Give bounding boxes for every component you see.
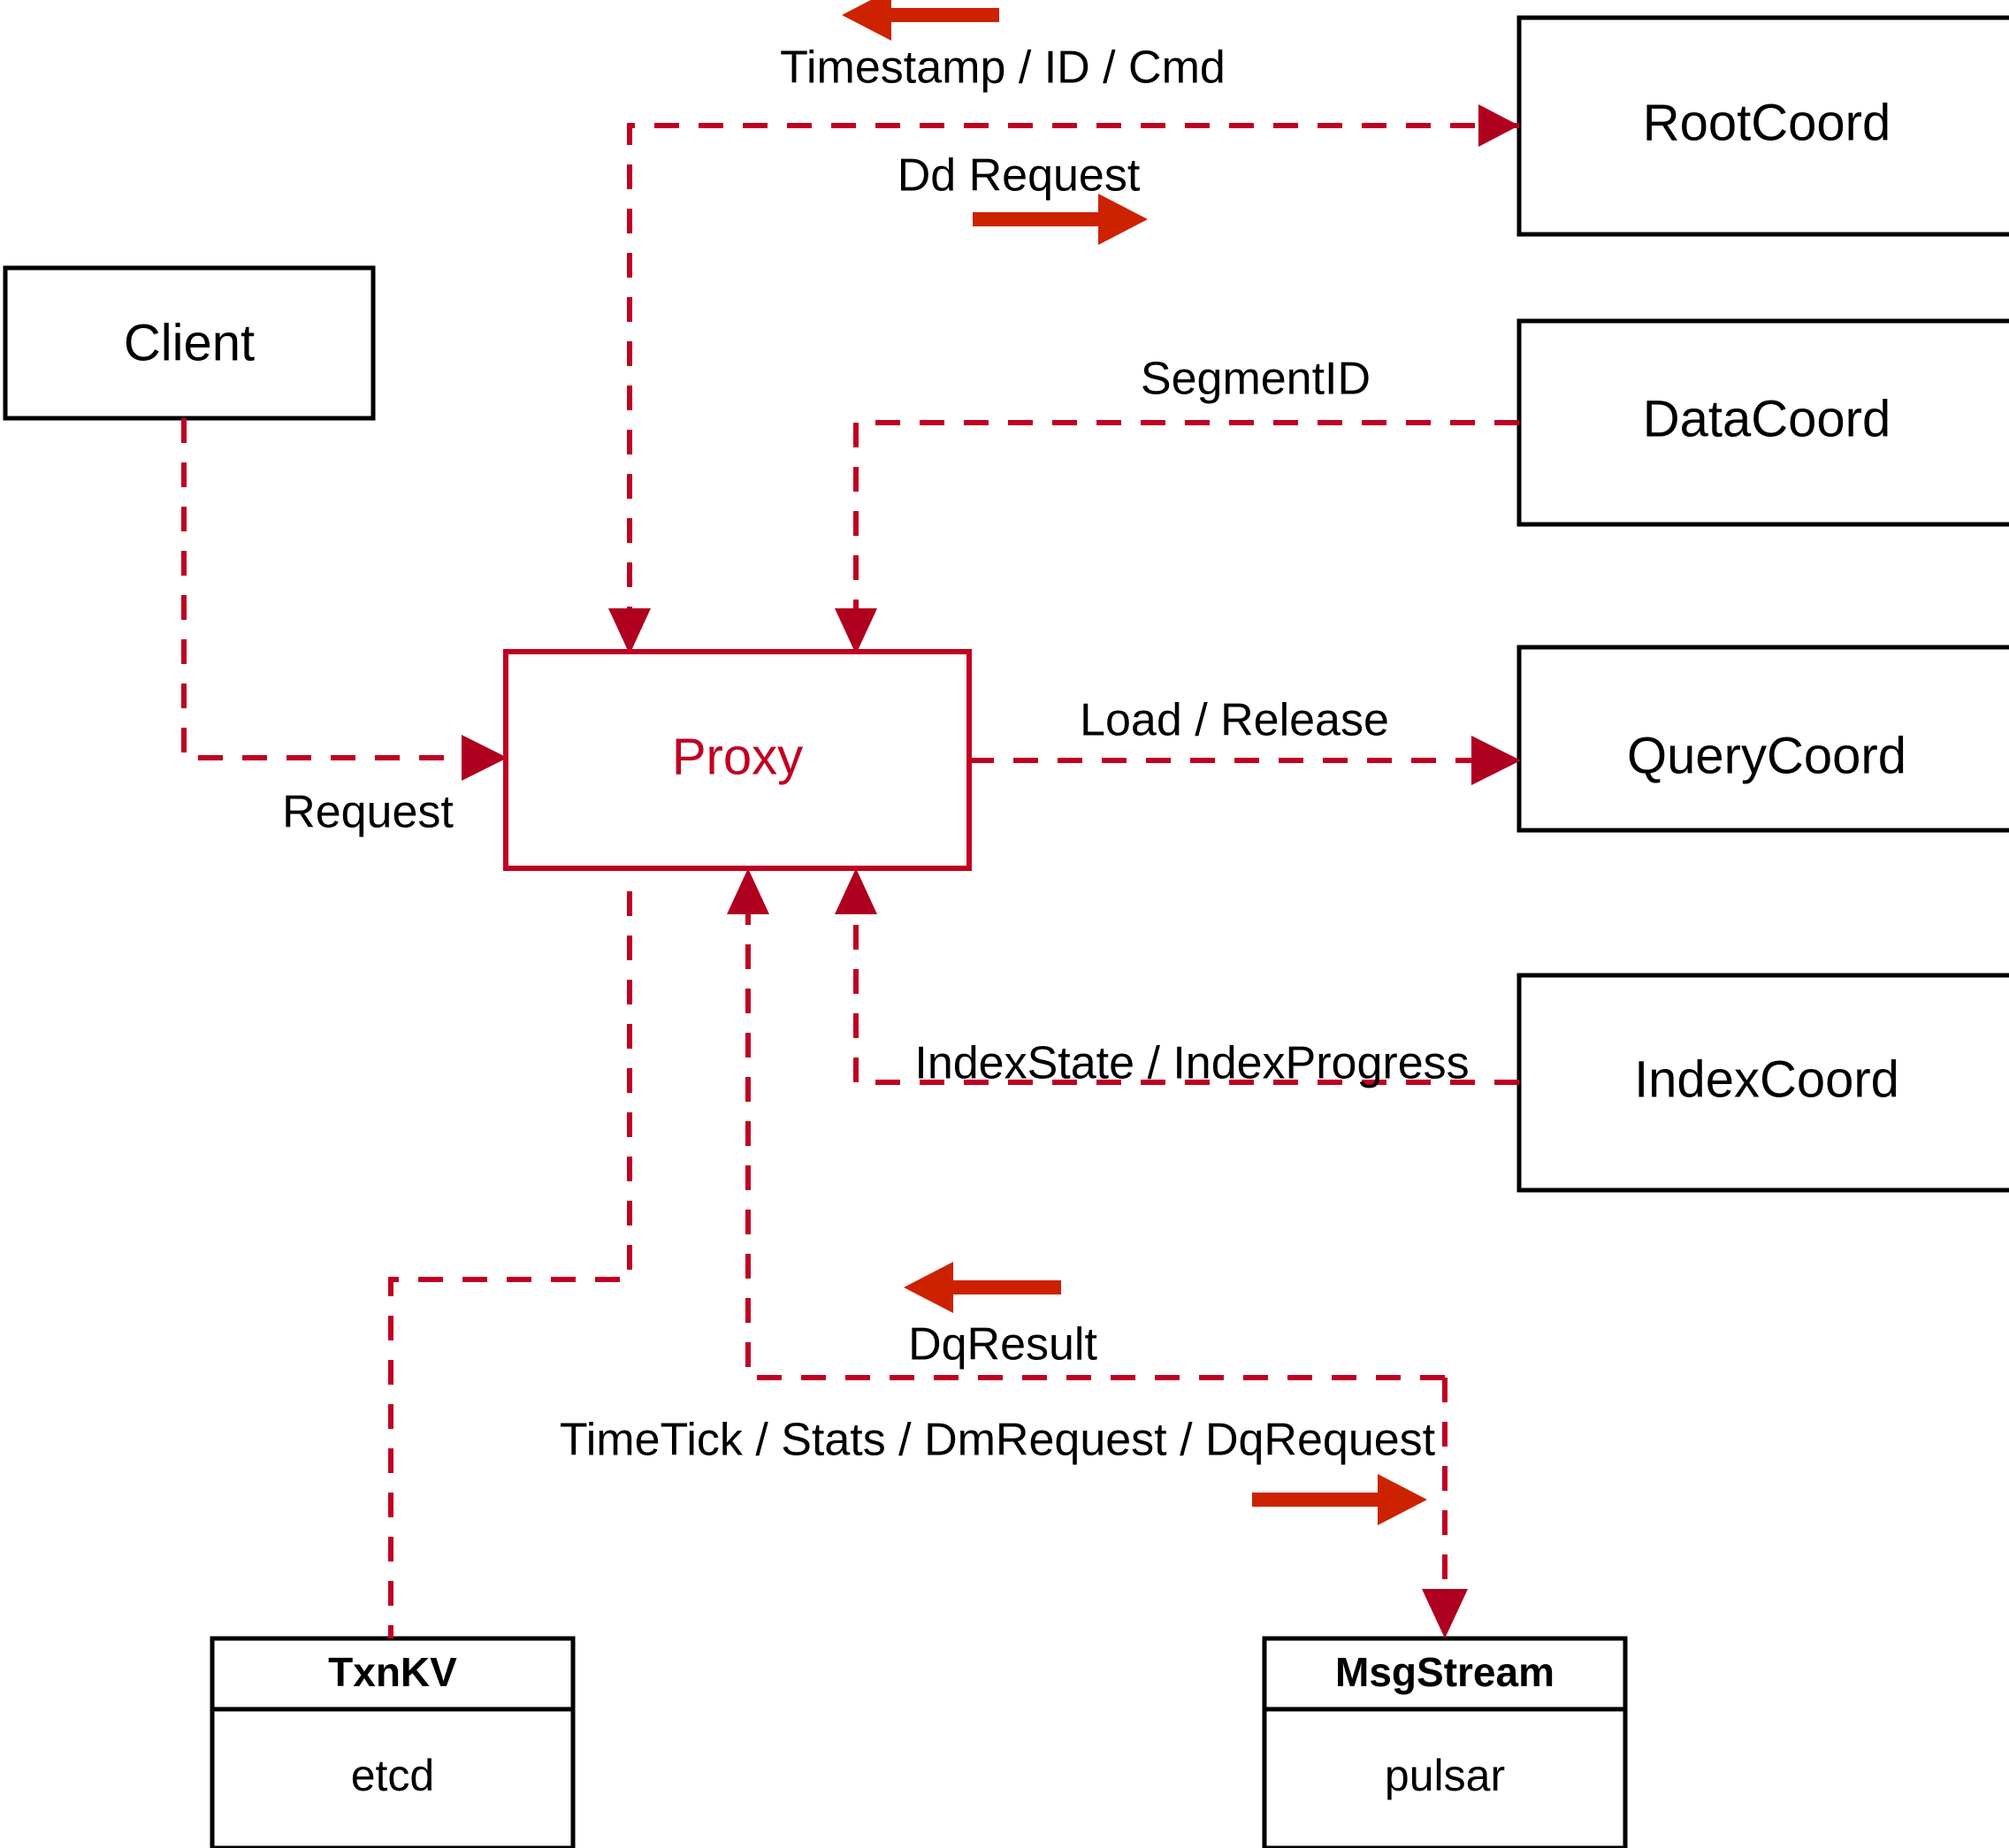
edge-label-load-release: Load / Release (1080, 695, 1389, 746)
arrowhead-index-state (835, 868, 877, 914)
datacoord-box[interactable] (1516, 318, 2009, 527)
querycoord-label: QueryCoord (1627, 727, 1906, 784)
edge-line-request (181, 418, 485, 760)
querycoord-box[interactable] (1516, 645, 2009, 833)
edge-line-timestamp-id-cmd (627, 123, 1519, 633)
msgstream-box[interactable] (1262, 1636, 1628, 1848)
arrowhead-request (462, 735, 508, 781)
msgstream-title: MsgStream (1335, 1649, 1554, 1695)
datacoord-label: DataCoord (1643, 390, 1891, 447)
edge-label-segment-id: SegmentID (1141, 354, 1371, 405)
node-indexcoord[interactable]: IndexCoord (1516, 973, 2009, 1193)
indexcoord-label: IndexCoord (1634, 1050, 1899, 1108)
edge-label-index-state-progress: IndexState / IndexProgress (914, 1038, 1469, 1089)
rootcoord-box[interactable] (1516, 15, 2009, 237)
direction-arrow-timetick-right (1252, 1474, 1427, 1525)
proxy-box[interactable] (503, 649, 972, 871)
proxy-label: Proxy (672, 728, 803, 785)
edge-label-timestamp-id-cmd: Timestamp / ID / Cmd (780, 42, 1226, 94)
arrowhead-dqresult (727, 868, 769, 914)
node-client[interactable]: Client (3, 265, 376, 421)
arrowhead-load-release (1471, 736, 1521, 785)
direction-arrow-dqresult-left (904, 1262, 1061, 1313)
node-msgstream[interactable]: MsgStream pulsar (1262, 1636, 1628, 1848)
edge-line-txnkv (388, 891, 632, 1638)
edge-line-dqresult (745, 891, 1445, 1380)
txnkv-impl: etcd (351, 1751, 435, 1800)
client-label: Client (124, 314, 255, 371)
indexcoord-box[interactable] (1516, 973, 2009, 1193)
msgstream-impl: pulsar (1385, 1751, 1505, 1800)
edge-line-segment-id (853, 420, 1519, 633)
edge-label-dd-request: Dd Request (898, 150, 1141, 202)
edge-line-index-state (853, 891, 1519, 1085)
edge-label-dq-result: DqResult (908, 1319, 1097, 1371)
client-box[interactable] (3, 265, 376, 421)
txnkv-title: TxnKV (328, 1649, 457, 1695)
arrowhead-segment-id (835, 608, 877, 654)
node-querycoord[interactable]: QueryCoord (1516, 645, 2009, 833)
node-datacoord[interactable]: DataCoord (1516, 318, 2009, 527)
rootcoord-label: RootCoord (1643, 94, 1891, 151)
edge-label-timetick-stats: TimeTick / Stats / DmRequest / DqRequest (560, 1415, 1436, 1466)
direction-arrow-ddrequest-right (973, 194, 1148, 245)
direction-arrow-timestamp-left (842, 0, 999, 41)
node-proxy[interactable]: Proxy (503, 649, 972, 871)
arrowhead-rootcoord-in (1478, 104, 1519, 147)
node-txnkv[interactable]: TxnKV etcd (210, 1636, 576, 1848)
arrowhead-timestamp-id-cmd (608, 608, 651, 654)
arrowhead-msgstream-in (1422, 1589, 1468, 1638)
node-rootcoord[interactable]: RootCoord (1516, 15, 2009, 237)
edge-label-request: Request (282, 787, 454, 838)
